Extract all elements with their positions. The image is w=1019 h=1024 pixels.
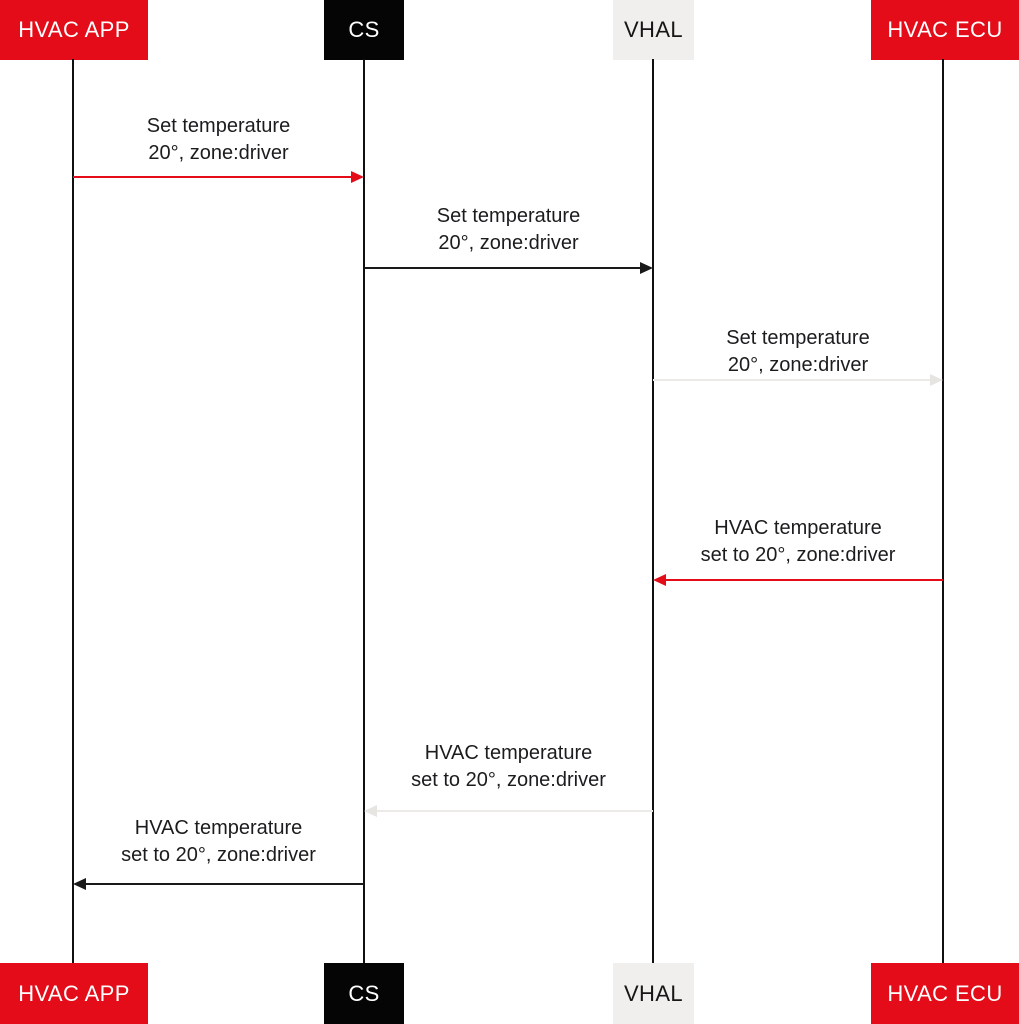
message-6-label: HVAC temperature set to 20°, zone:driver <box>73 815 364 869</box>
message-2-label: Set temperature 20°, zone:driver <box>364 203 653 257</box>
message-4-line1: HVAC temperature <box>714 517 882 539</box>
message-1-label: Set temperature 20°, zone:driver <box>73 113 364 167</box>
message-1-arrow-line <box>73 176 353 178</box>
actor-box-cs-bottom: CS <box>324 963 404 1024</box>
actor-label-vhal: VHAL <box>623 17 684 42</box>
message-1-line2: 20°, zone:driver <box>148 142 289 164</box>
actor-box-vhal-bottom: VHAL <box>613 963 694 1024</box>
message-6-arrow-line <box>84 883 364 885</box>
lifeline-hvac-ecu <box>942 59 944 964</box>
actor-label-cs: CS <box>348 980 380 1006</box>
message-1-line1: Set temperature <box>146 115 291 137</box>
message-5-arrowhead <box>364 805 377 817</box>
actor-label-hvac-app: HVAC APP <box>18 17 130 42</box>
lifeline-vhal <box>652 59 654 964</box>
message-4-arrowhead <box>653 574 666 586</box>
lifeline-cs <box>363 59 365 964</box>
message-2-arrowhead <box>640 262 653 274</box>
actor-label-vhal: VHAL <box>623 980 684 1006</box>
message-6-arrowhead <box>73 878 86 890</box>
message-6-line1: HVAC temperature <box>134 817 303 839</box>
message-3-arrowhead <box>930 374 943 386</box>
message-4-label: HVAC temperature set to 20°, zone:driver <box>653 515 943 569</box>
actor-label-hvac-ecu: HVAC ECU <box>887 17 1003 42</box>
message-5-line2: set to 20°, zone:driver <box>411 769 606 791</box>
actor-label-cs: CS <box>348 17 380 42</box>
message-6-line2: set to 20°, zone:driver <box>121 844 316 866</box>
message-3-line2: 20°, zone:driver <box>727 354 869 376</box>
message-3-label: Set temperature 20°, zone:driver <box>653 325 943 379</box>
message-5-label: HVAC temperature set to 20°, zone:driver <box>364 740 653 794</box>
message-4-arrow-line <box>664 579 943 581</box>
actor-box-vhal-top: VHAL <box>613 0 694 60</box>
actor-box-cs-top: CS <box>324 0 404 60</box>
actor-box-hvac-app-top: HVAC APP <box>0 0 148 60</box>
actor-box-hvac-app-bottom: HVAC APP <box>0 963 148 1024</box>
message-2-line1: Set temperature <box>436 205 581 227</box>
lifeline-hvac-app <box>72 59 74 964</box>
message-3-line1: Set temperature <box>726 327 870 349</box>
message-4-line2: set to 20°, zone:driver <box>700 544 896 566</box>
actor-label-hvac-app: HVAC APP <box>18 980 130 1006</box>
message-3-arrow-line <box>653 379 932 381</box>
message-2-line2: 20°, zone:driver <box>438 232 579 254</box>
message-2-arrow-line <box>364 267 642 269</box>
message-5-arrow-line <box>375 810 653 812</box>
message-1-arrowhead <box>351 171 364 183</box>
actor-box-hvac-ecu-top: HVAC ECU <box>871 0 1019 60</box>
actor-label-hvac-ecu: HVAC ECU <box>887 980 1003 1006</box>
actor-box-hvac-ecu-bottom: HVAC ECU <box>871 963 1019 1024</box>
message-5-line1: HVAC temperature <box>424 742 593 764</box>
